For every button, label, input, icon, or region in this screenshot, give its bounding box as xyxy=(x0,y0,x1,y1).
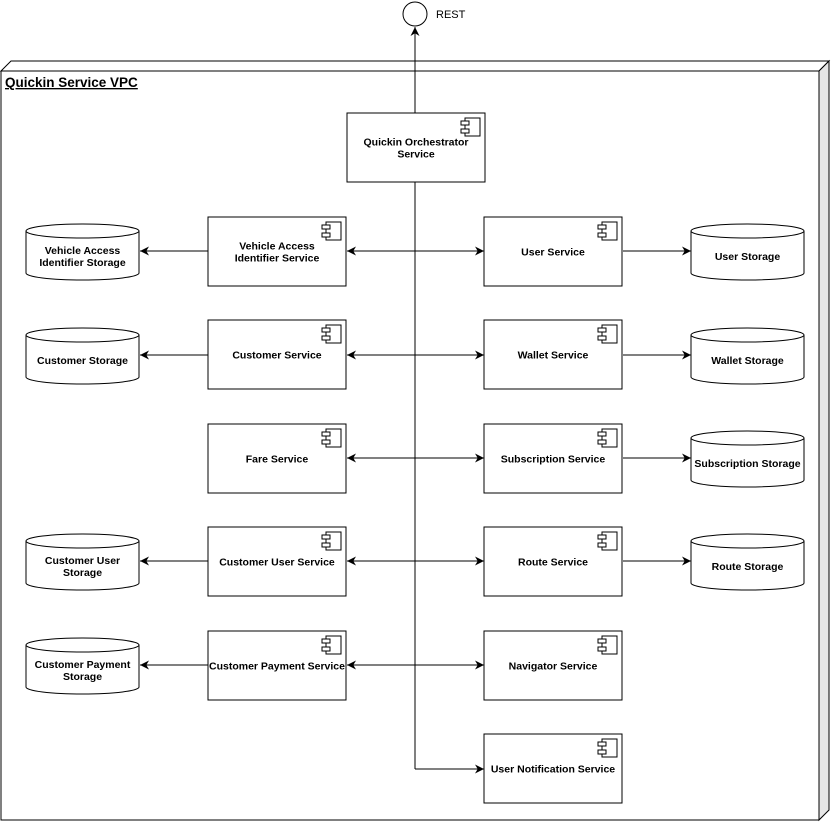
component-icon xyxy=(321,531,342,551)
service-orchestrator-label: Quickin Orchestrator xyxy=(363,137,468,149)
service-subscription-label: Subscription Service xyxy=(501,454,606,466)
service-customer: Customer Service xyxy=(207,319,347,390)
service-fare-label: Fare Service xyxy=(246,454,309,466)
storage-route: Route Storage xyxy=(690,533,805,591)
service-customer-payment-label: Customer Payment Service xyxy=(209,661,345,673)
component-icon xyxy=(597,531,618,551)
storage-customer-payment-label: Storage xyxy=(63,671,102,683)
storage-customer-payment-label: Customer Payment xyxy=(35,659,131,671)
storage-user-label: User Storage xyxy=(715,251,781,263)
storage-customer-user-label: Storage xyxy=(63,567,102,579)
storage-route-label: Route Storage xyxy=(712,561,784,573)
service-user-label: User Service xyxy=(521,247,585,259)
service-wallet: Wallet Service xyxy=(483,319,623,390)
service-fare: Fare Service xyxy=(207,423,347,494)
storage-wallet: Wallet Storage xyxy=(690,327,805,385)
service-user-notification: User Notification Service xyxy=(483,733,623,804)
service-customer-user-label: Customer User Service xyxy=(219,557,335,569)
service-subscription: Subscription Service xyxy=(483,423,623,494)
service-user-notification-label: User Notification Service xyxy=(491,764,615,776)
component-icon xyxy=(597,324,618,344)
storage-subscription-label: Subscription Storage xyxy=(694,458,800,470)
service-customer-label: Customer Service xyxy=(232,350,321,362)
component-icon xyxy=(597,635,618,655)
component-icon xyxy=(597,221,618,241)
storage-subscription: Subscription Storage xyxy=(690,430,805,488)
component-icon xyxy=(597,738,618,758)
service-navigator-label: Navigator Service xyxy=(509,661,598,673)
service-route: Route Service xyxy=(483,526,623,597)
component-icon xyxy=(321,221,342,241)
vpc-title: Quickin Service VPC xyxy=(5,75,138,90)
service-user: User Service xyxy=(483,216,623,287)
service-route-label: Route Service xyxy=(518,557,588,569)
component-icon xyxy=(321,428,342,448)
storage-customer: Customer Storage xyxy=(25,327,140,385)
rest-interface-circle xyxy=(402,1,428,27)
component-icon xyxy=(321,324,342,344)
storage-user: User Storage xyxy=(690,223,805,281)
storage-customer-user-label: Customer User xyxy=(45,555,120,567)
storage-vehicle-access-label: Vehicle Access xyxy=(45,245,121,257)
service-wallet-label: Wallet Service xyxy=(518,350,589,362)
service-customer-payment: Customer Payment Service xyxy=(207,630,347,701)
storage-customer-label: Customer Storage xyxy=(37,355,128,367)
service-vehicle-access-label: Identifier Service xyxy=(235,253,320,265)
service-customer-user: Customer User Service xyxy=(207,526,347,597)
storage-wallet-label: Wallet Storage xyxy=(711,355,784,367)
service-orchestrator-label: Service xyxy=(397,149,435,161)
rest-label: REST xyxy=(436,9,466,21)
service-vehicle-access-label: Vehicle Access xyxy=(239,241,315,253)
component-icon xyxy=(460,117,481,137)
storage-vehicle-access-label: Identifier Storage xyxy=(39,257,126,269)
service-navigator: Navigator Service xyxy=(483,630,623,701)
vpc-frame xyxy=(0,59,831,822)
component-icon xyxy=(321,635,342,655)
component-icon xyxy=(597,428,618,448)
